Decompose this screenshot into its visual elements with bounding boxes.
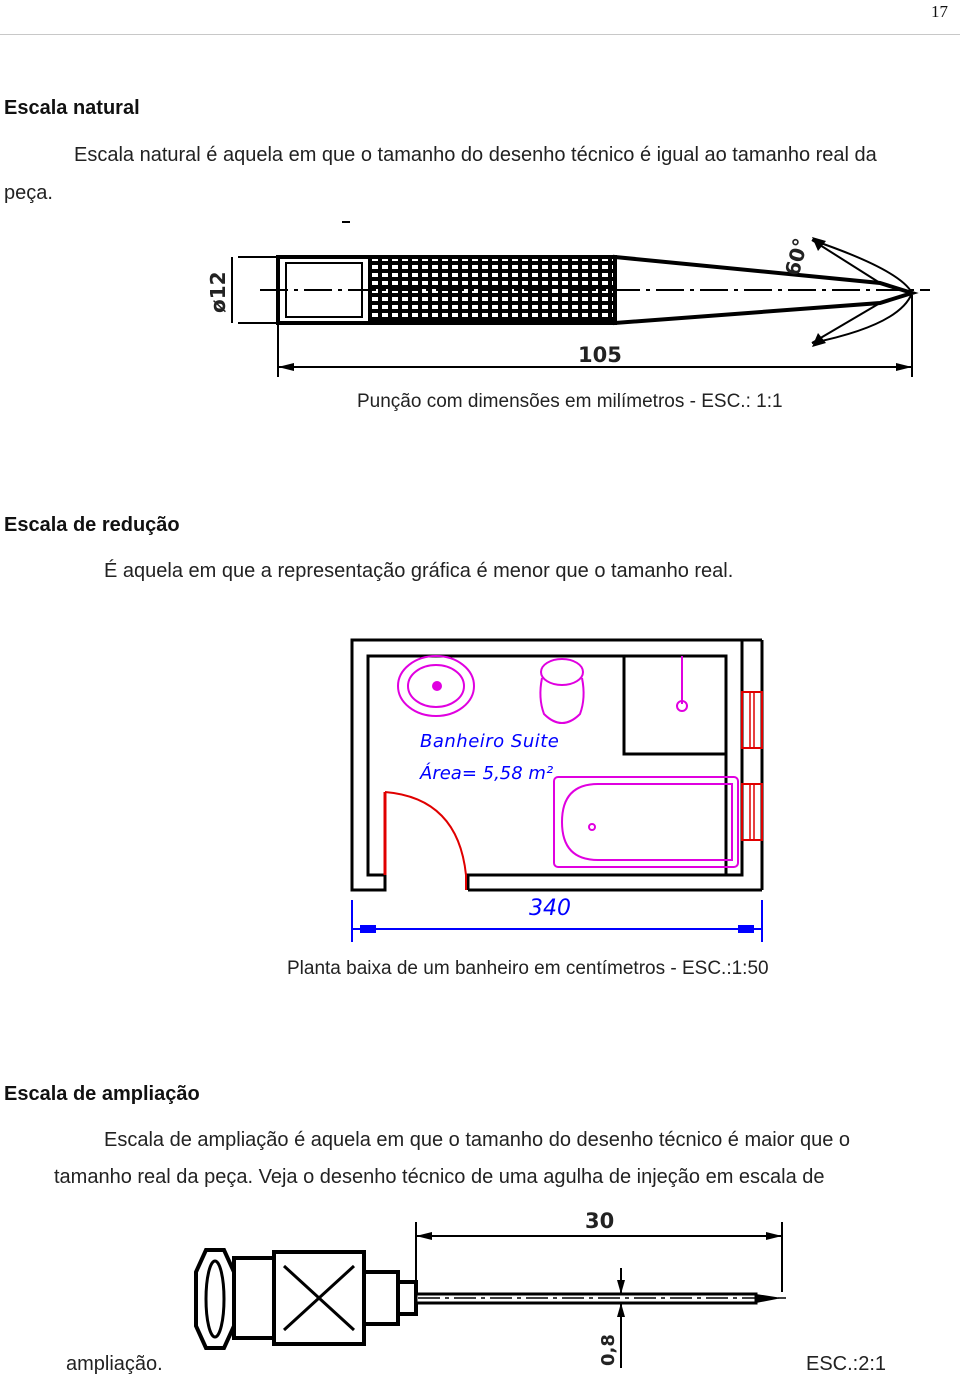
paragraph-escala-natural-line1: Escala natural é aquela em que o tamanho… (74, 144, 877, 166)
punch-drawing (231, 221, 930, 377)
paragraph-escala-de-ampliacao-line3: ampliação. (66, 1353, 163, 1375)
heading-escala-de-reducao: Escala de redução (4, 514, 180, 536)
heading-escala-natural: Escala natural (4, 97, 140, 119)
paragraph-escala-de-ampliacao-line1: Escala de ampliação é aquela em que o ta… (104, 1129, 851, 1151)
caption-bathroom: Planta baixa de um banheiro em centímetr… (287, 958, 769, 979)
bathroom-plan-drawing (350, 638, 764, 942)
page-number: 17 (931, 2, 948, 21)
needle-drawing (194, 1222, 786, 1368)
bathroom-name-label: Banheiro Suite (420, 731, 560, 752)
needle-diameter-label: 0,8 (598, 1334, 619, 1366)
caption-punch: Punção com dimensões em milímetros - ESC… (357, 391, 783, 412)
paragraph-escala-natural-line2: peça. (4, 182, 53, 204)
scale-label-2-1: ESC.:2:1 (806, 1353, 887, 1375)
needle-length-label: 30 (585, 1209, 615, 1233)
page-header-divider (0, 34, 960, 35)
paragraph-escala-de-reducao: É aquela em que a representação gráfica … (104, 560, 734, 582)
heading-escala-de-ampliacao: Escala de ampliação (4, 1083, 200, 1105)
punch-length-label: 105 (578, 343, 622, 367)
bathroom-area-label: Área= 5,58 m² (420, 763, 554, 784)
bathroom-width-label: 340 (529, 896, 571, 921)
paragraph-escala-de-ampliacao-line2: tamanho real da peça. Veja o desenho téc… (54, 1166, 825, 1188)
punch-diameter-label: ø12 (206, 271, 230, 313)
